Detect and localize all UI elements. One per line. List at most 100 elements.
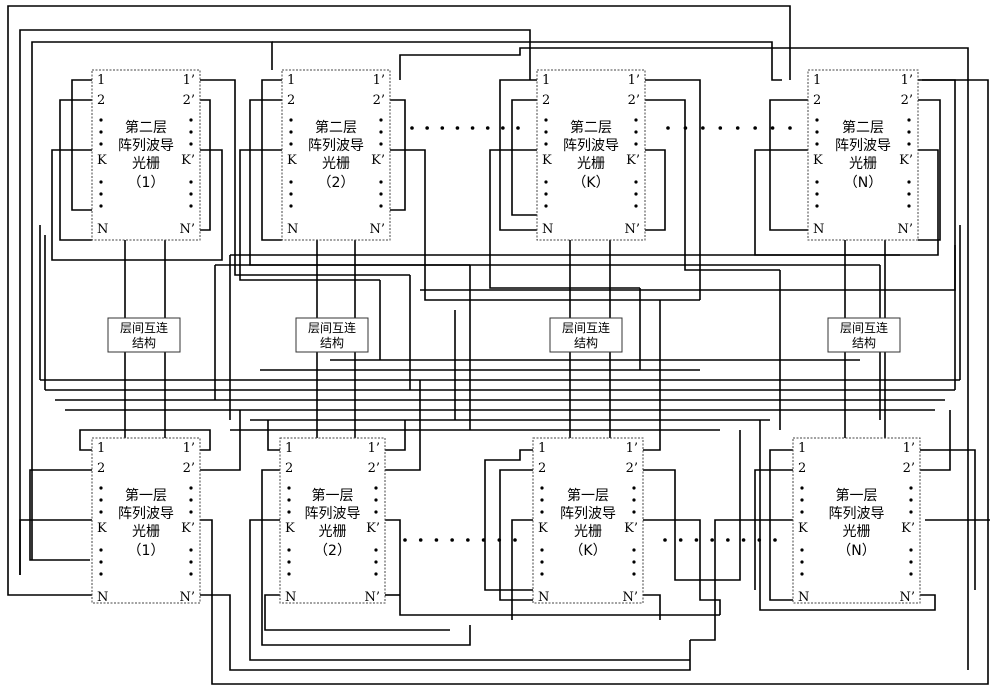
ellipsis-dot xyxy=(418,538,423,542)
right-port-label: N’ xyxy=(897,222,913,237)
interlayer-label: 层间互连 xyxy=(120,320,168,335)
grating-title: 阵列波导 xyxy=(308,138,364,154)
port-dot xyxy=(287,486,291,490)
grating-title: 第一层 xyxy=(836,487,878,504)
ellipsis-dot xyxy=(450,538,454,542)
left-port-label: 2 xyxy=(542,93,550,108)
port-dot xyxy=(374,560,378,564)
grating-title: 光栅 xyxy=(849,156,877,172)
interlayer-label: 结构 xyxy=(574,335,598,350)
ellipsis-dot xyxy=(501,126,505,130)
right-port-label: N’ xyxy=(179,590,195,605)
grating-title: 光栅 xyxy=(319,524,347,540)
ellipsis-dot xyxy=(425,126,429,130)
port-dot xyxy=(540,498,544,502)
port-dot xyxy=(909,560,913,564)
port-dot xyxy=(815,118,819,122)
port-dot xyxy=(632,548,636,552)
port-dot xyxy=(907,192,911,196)
waveguide-wiring xyxy=(7,5,990,685)
right-port-label: 2’ xyxy=(626,461,638,476)
right-port-label: N’ xyxy=(369,222,385,237)
grating-title: 阵列波导 xyxy=(118,138,174,154)
grating-title: 阵列波导 xyxy=(563,138,619,154)
port-dot xyxy=(800,548,804,552)
grating-title: 阵列波导 xyxy=(560,506,616,522)
upper-grating-box xyxy=(91,69,201,241)
ellipsis-dot xyxy=(678,538,683,542)
grating-index: （1） xyxy=(128,175,165,191)
port-dot xyxy=(800,486,804,490)
right-port-label: 2’ xyxy=(183,461,195,476)
right-port-label: 1’ xyxy=(183,441,195,456)
right-port-label: 1’ xyxy=(373,73,385,88)
port-dot xyxy=(99,180,103,184)
left-port-label: 1 xyxy=(538,441,546,456)
grating-title: 阵列波导 xyxy=(118,506,174,522)
right-port-label: 2’ xyxy=(368,461,380,476)
ellipsis-dot xyxy=(434,538,439,542)
port-dot xyxy=(544,118,548,122)
grating-title: 光栅 xyxy=(843,524,871,540)
right-port-label: 2’ xyxy=(903,461,915,476)
left-port-label: 2 xyxy=(798,461,806,476)
port-dot xyxy=(189,548,193,552)
left-port-label: 2 xyxy=(285,461,293,476)
grating-index: （N） xyxy=(844,175,882,191)
right-port-label: 1’ xyxy=(626,441,638,456)
left-port-label: N xyxy=(813,222,824,237)
port-dot xyxy=(374,510,378,514)
left-port-label: N xyxy=(97,590,108,605)
ellipsis-dot xyxy=(753,126,757,130)
ellipsis-dot xyxy=(663,538,667,542)
port-dot xyxy=(99,510,103,514)
right-port-label: K’ xyxy=(624,521,638,536)
port-dot xyxy=(99,548,103,552)
port-dot xyxy=(287,498,291,502)
grating-title: 第一层 xyxy=(125,487,167,504)
ellipsis-dot xyxy=(455,126,460,130)
port-dot xyxy=(99,560,103,564)
ellipsis-dot xyxy=(466,538,470,542)
lower-grating-box xyxy=(279,437,386,604)
left-port-label: K xyxy=(798,521,808,536)
port-dot xyxy=(909,510,913,514)
port-dot xyxy=(287,560,291,564)
port-dot xyxy=(909,548,913,552)
port-dot xyxy=(909,498,913,502)
port-dot xyxy=(909,572,913,576)
right-port-label: 2’ xyxy=(373,93,385,108)
right-port-label: N’ xyxy=(179,222,195,237)
grating-title: 第一层 xyxy=(567,487,609,504)
port-dot xyxy=(907,130,911,134)
grating-index: （2） xyxy=(318,175,355,191)
port-dot xyxy=(289,204,293,208)
ellipsis-dot xyxy=(710,538,714,542)
port-dot xyxy=(99,572,103,576)
port-dot xyxy=(379,192,383,196)
port-dot xyxy=(99,130,103,134)
left-port-label: 2 xyxy=(813,93,821,108)
port-dot xyxy=(800,572,804,576)
port-dot xyxy=(540,510,544,514)
interlayer-label: 层间互连 xyxy=(308,320,356,335)
port-dot xyxy=(99,498,103,502)
port-dot xyxy=(634,118,638,122)
left-port-label: 1 xyxy=(287,73,295,88)
port-dot xyxy=(632,572,636,576)
port-dot xyxy=(189,510,193,514)
interlayer-box xyxy=(295,317,369,353)
ellipsis-dot xyxy=(516,126,520,130)
ellipsis-dot xyxy=(513,538,517,542)
lower-grating-box xyxy=(91,437,201,604)
port-dot xyxy=(634,180,638,184)
port-dot xyxy=(189,130,193,134)
interlayer-label: 层间互连 xyxy=(562,320,610,335)
